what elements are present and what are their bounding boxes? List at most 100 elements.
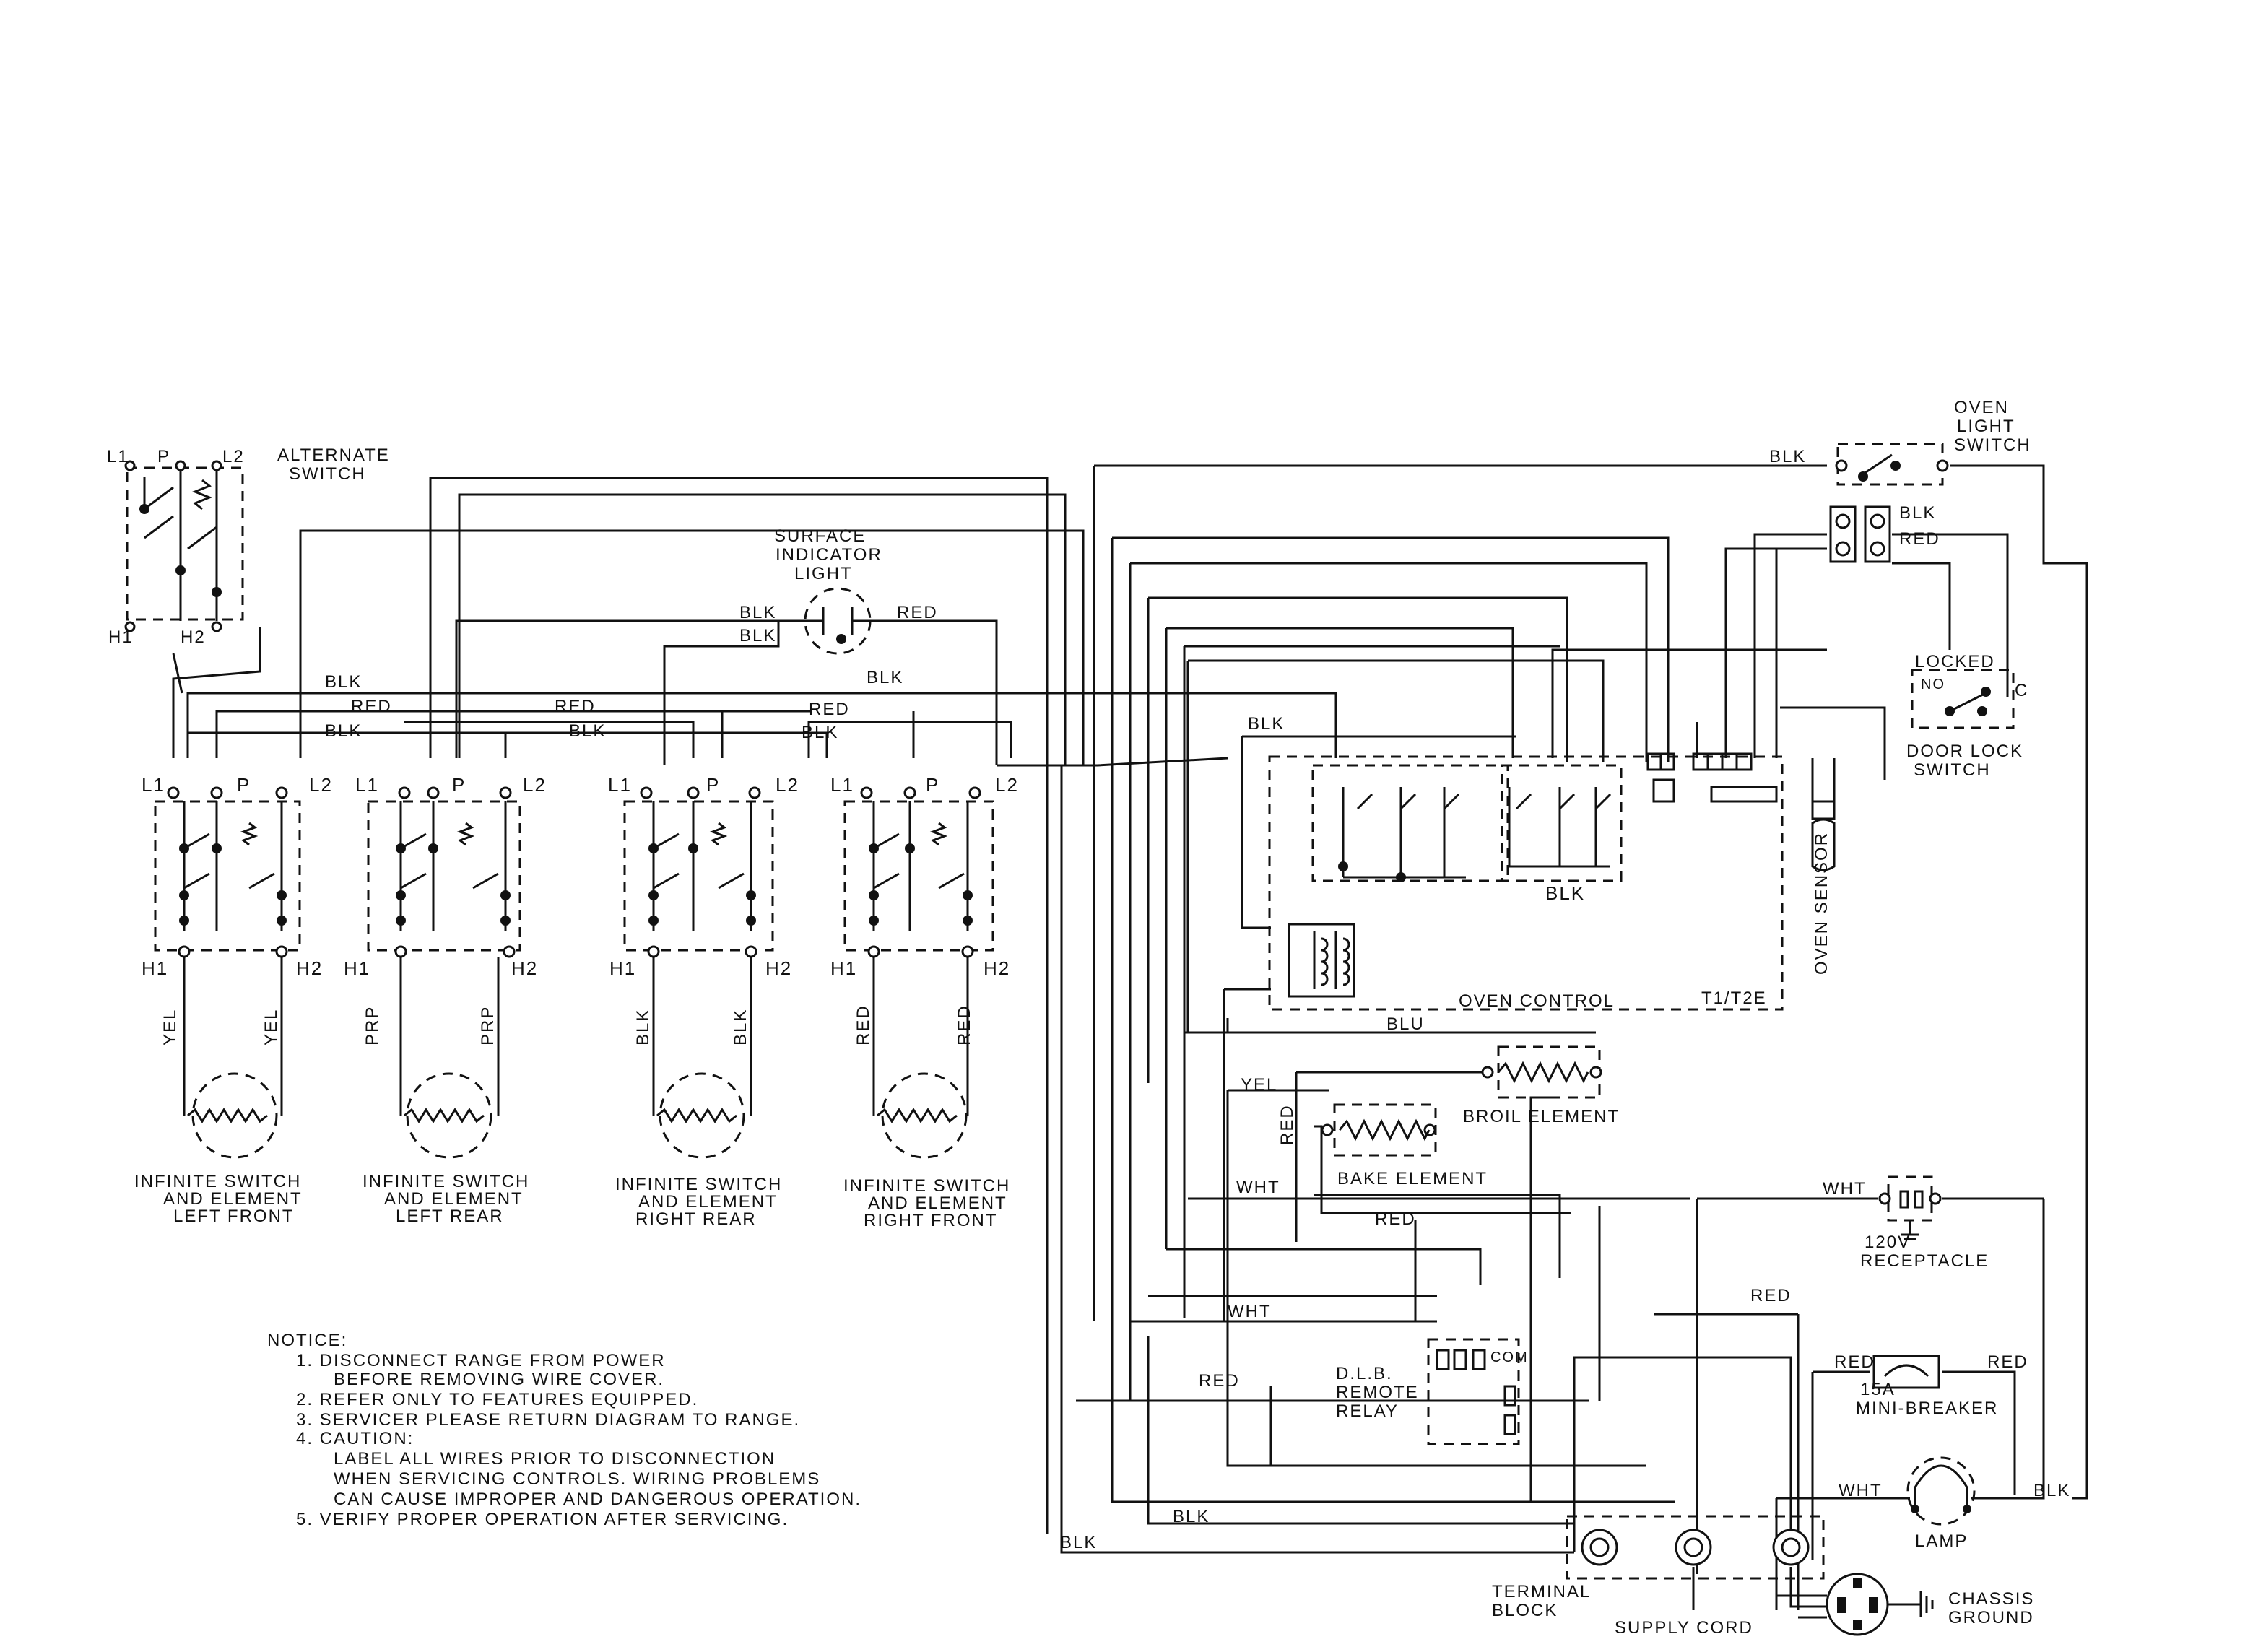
wire-label-blk: BLK [325, 721, 362, 741]
elem2-wire-left: PRP [363, 1006, 382, 1045]
t-l2: L2 [309, 774, 333, 796]
bus-wire-labels: BLK RED BLK RED BLK BLK RED BLK [325, 668, 903, 742]
door-lock-switch: LOCKED NO C DOOR LOCK SWITCH [1906, 652, 2028, 780]
wire-label-red: RED [351, 697, 392, 716]
t-l2: L2 [523, 774, 547, 796]
oven-light-switch-label-2: LIGHT [1957, 417, 2015, 436]
alt-switch-l2: L2 [222, 447, 245, 466]
elem2-caption-2: AND ELEMENT [384, 1189, 524, 1209]
elem1-caption-1: INFINITE SWITCH [134, 1172, 301, 1191]
door-lock-no: NO [1921, 677, 1945, 692]
broil-element-label: BROIL ELEMENT [1463, 1107, 1620, 1126]
elem3-caption-3: RIGHT REAR [635, 1209, 757, 1229]
surface-light-label-1: SURFACE [774, 526, 866, 546]
wire-label-blk: BLK [2033, 1481, 2070, 1500]
notice-line: 2. REFER ONLY TO FEATURES EQUIPPED. [296, 1390, 698, 1409]
wire-label-red: RED [1750, 1286, 1792, 1305]
wire-label-red: RED [1987, 1352, 2028, 1372]
wire-label-yel: YEL [1241, 1075, 1277, 1095]
broil-element: BROIL ELEMENT [1463, 1045, 1620, 1126]
receptacle-label-2: RECEPTACLE [1860, 1251, 1989, 1271]
notice-line: WHEN SERVICING CONTROLS. WIRING PROBLEMS [334, 1469, 820, 1489]
terminal-block-label-1: TERMINAL [1492, 1582, 1591, 1601]
t-l2: L2 [995, 774, 1019, 796]
t-p: P [706, 774, 720, 796]
t-h1: H1 [344, 957, 370, 979]
surface-light-label-3: LIGHT [794, 564, 853, 583]
t-h1: H1 [609, 957, 636, 979]
notice-line: 5. VERIFY PROPER OPERATION AFTER SERVICI… [296, 1510, 789, 1529]
oven-control-label: OVEN CONTROL [1459, 991, 1615, 1011]
door-lock-c: C [2015, 681, 2028, 700]
door-lock-label-2: SWITCH [1914, 760, 1991, 780]
notice-line: 4. CAUTION: [296, 1429, 414, 1448]
wire-label-blk: BLK [1173, 1507, 1210, 1526]
elem4-caption-1: INFINITE SWITCH [843, 1176, 1010, 1196]
notice-heading: NOTICE: [267, 1331, 347, 1350]
mini-breaker: 15A MINI-BREAKER [1856, 1355, 1998, 1418]
oven-light-switch-label-1: OVEN [1954, 398, 2009, 417]
oven-sensor: OVEN SENSOR [1811, 800, 1836, 975]
notice-line: CAN CAUSE IMPROPER AND DANGEROUS OPERATI… [334, 1490, 861, 1509]
t-h1: H1 [142, 957, 168, 979]
bake-element: BAKE ELEMENT [1321, 1103, 1488, 1188]
wire-label-red: RED [1199, 1371, 1240, 1391]
t-l1: L1 [142, 774, 165, 796]
t-l1: L1 [608, 774, 632, 796]
t-l1: L1 [830, 774, 854, 796]
relay-label-2: REMOTE [1336, 1383, 1419, 1402]
wire-label-blk: BLK [569, 721, 606, 741]
wire-label-red: RED [809, 700, 850, 719]
elem3-caption-1: INFINITE SWITCH [615, 1175, 782, 1194]
elem4-wire-left: RED [854, 1004, 873, 1045]
infinite-switch-left-rear: L1 P L2 H1 H2 PRP PRP INFINITE SWITCH AN… [344, 774, 547, 1226]
alt-switch-label-1: ALTERNATE [277, 445, 390, 465]
alt-switch-p: P [157, 447, 170, 466]
breaker-label-1: 15A [1860, 1380, 1896, 1399]
receptacle-label-1: 120V [1865, 1233, 1911, 1252]
t-l1: L1 [355, 774, 379, 796]
top-bus-wires [172, 477, 1337, 767]
elem3-caption-2: AND ELEMENT [638, 1192, 778, 1212]
breaker-label-2: MINI-BREAKER [1856, 1399, 1998, 1418]
elem3-wire-right: BLK [731, 1009, 750, 1045]
alternate-switch: L1 P L2 H1 H2 ALTERNATE SWITCH [107, 445, 390, 694]
elem1-caption-2: AND ELEMENT [163, 1189, 303, 1209]
notice-line: 3. SERVICER PLEASE RETURN DIAGRAM TO RAN… [296, 1410, 800, 1430]
t-h2: H2 [511, 957, 538, 979]
t-h2: H2 [765, 957, 792, 979]
wire-label-red: RED [555, 697, 596, 716]
wire-label-blk: BLK [1899, 503, 1936, 523]
wire-label-blk: BLK [867, 668, 903, 687]
relay-label-3: RELAY [1336, 1401, 1399, 1421]
lamp-label: LAMP [1915, 1531, 1968, 1551]
infinite-switch-left-front: L1 P L2 H1 H2 YEL YEL INFINITE SWITCH AN… [134, 774, 333, 1226]
elem1-caption-3: LEFT FRONT [173, 1207, 295, 1226]
wire-label-red: RED [897, 603, 938, 622]
wire-label-blk: BLK [802, 723, 838, 742]
wire-label-blk: BLK [1060, 1533, 1097, 1552]
wire-label-red: RED [1277, 1104, 1297, 1145]
t-p: P [926, 774, 939, 796]
elem4-caption-3: RIGHT FRONT [864, 1211, 998, 1230]
relay-com: COM [1490, 1349, 1529, 1365]
elem4-wire-right: RED [955, 1004, 974, 1045]
alt-switch-l1: L1 [107, 447, 129, 466]
alt-switch-label-2: SWITCH [289, 464, 366, 484]
oven-sensor-label: OVEN SENSOR [1812, 832, 1831, 975]
oven-control-blk-group: BLK [1545, 882, 1585, 904]
bake-element-label: BAKE ELEMENT [1337, 1169, 1488, 1188]
wire-label-red: RED [1834, 1352, 1875, 1372]
notice-line: 1. DISCONNECT RANGE FROM POWER [296, 1351, 666, 1370]
chassis-ground-label-2: GROUND [1948, 1608, 2034, 1627]
terminal-block: TERMINAL BLOCK SUPPLY CORD [1492, 1515, 1825, 1638]
door-lock-label-1: DOOR LOCK [1906, 742, 2023, 761]
lamp: LAMP [1906, 1456, 1976, 1551]
light-connector [1829, 505, 1891, 563]
wire-label-wht: WHT [1228, 1302, 1272, 1321]
t-h1: H1 [830, 957, 857, 979]
wire-label-wht: WHT [1236, 1178, 1280, 1197]
elem1-wire-right: YEL [261, 1009, 281, 1045]
elem1-wire-left: YEL [160, 1009, 180, 1045]
